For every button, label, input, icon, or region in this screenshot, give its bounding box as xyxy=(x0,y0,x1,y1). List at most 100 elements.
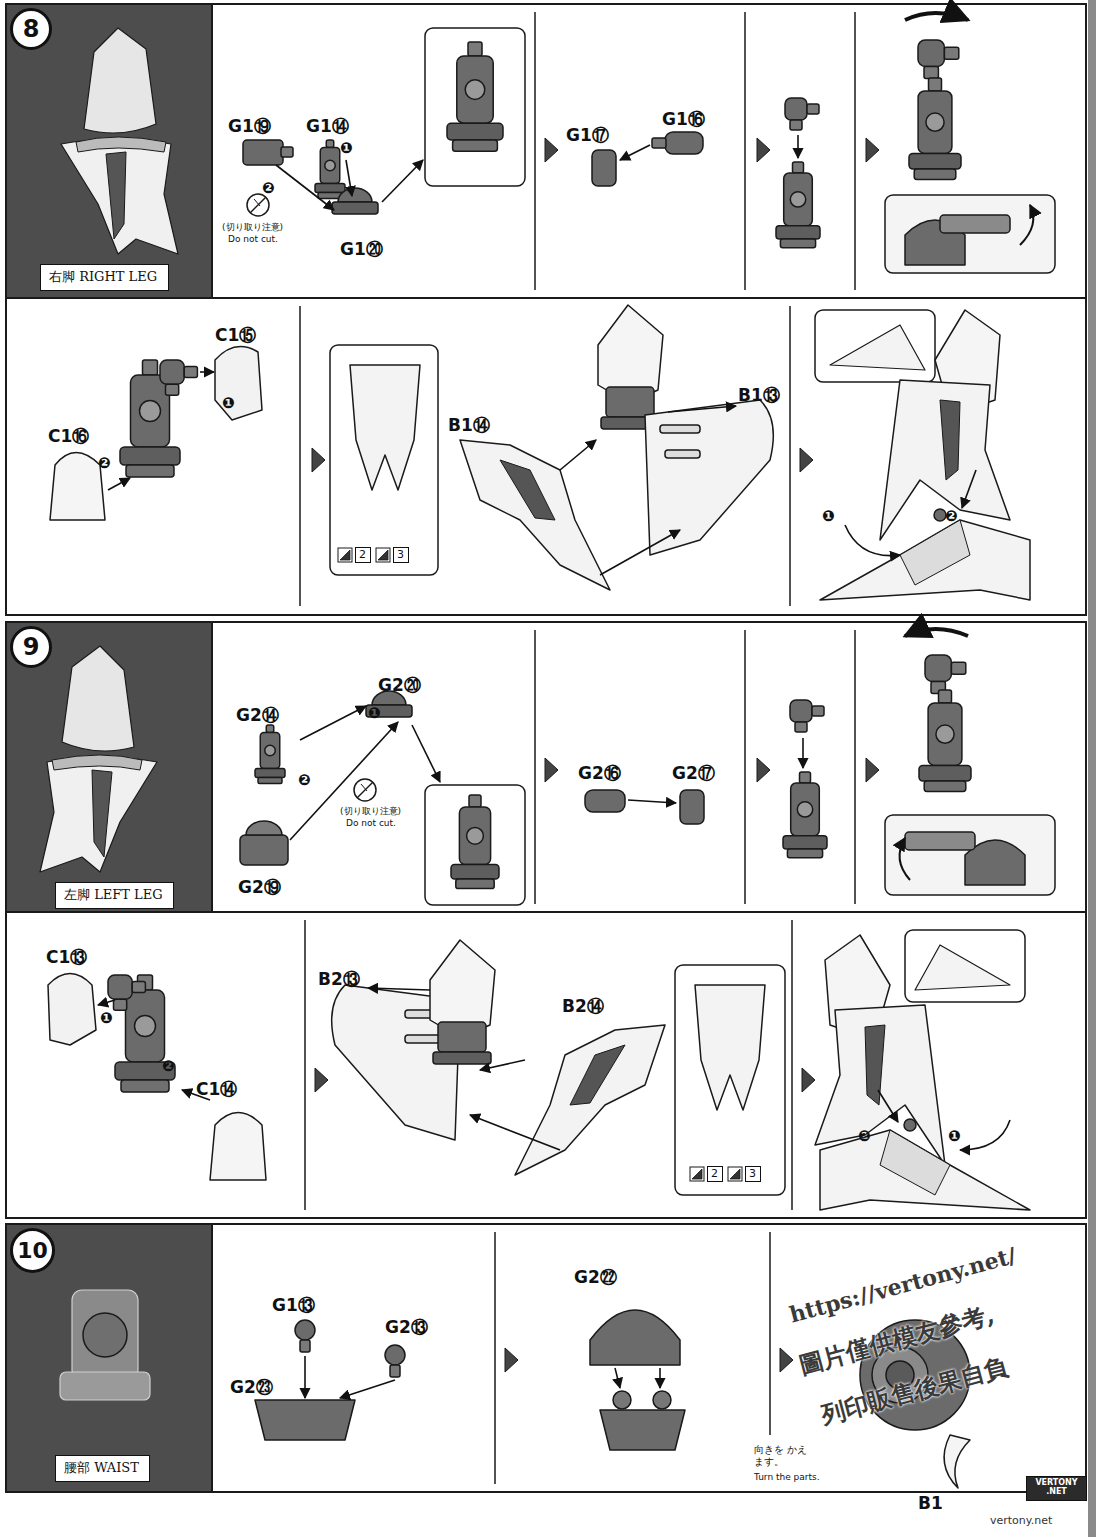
shin-armor xyxy=(880,380,1010,540)
section-label: 腰部 WAIST xyxy=(55,1455,150,1482)
joint-hole xyxy=(265,745,276,756)
drawing xyxy=(6,0,1096,1537)
detail-inset xyxy=(675,965,785,1195)
part-g1-16 xyxy=(665,132,703,154)
note: Do not cut. xyxy=(228,234,278,244)
joint-foot xyxy=(456,879,494,889)
joint-peg-detail xyxy=(905,832,975,850)
assembly-arrow xyxy=(300,706,366,740)
joint-column xyxy=(928,703,962,765)
foot-armor xyxy=(820,1130,1030,1210)
joint-peg xyxy=(790,120,802,130)
joint-base xyxy=(776,226,820,239)
assembly-arrow xyxy=(98,1000,115,1005)
gate-icon xyxy=(728,1167,742,1181)
knee-armor xyxy=(598,305,663,396)
joint-foot xyxy=(126,465,174,477)
detail-inset xyxy=(885,815,1055,895)
step-arrow xyxy=(545,138,558,162)
joint-hole xyxy=(936,725,954,743)
joint-peg xyxy=(793,162,804,173)
parts-count-box-text: 3 xyxy=(749,1167,756,1180)
joint-peg xyxy=(326,140,334,148)
joint-base xyxy=(255,769,285,778)
rotate-arrow xyxy=(900,838,910,880)
parts-count-box: 2 xyxy=(707,1166,723,1182)
part-g1-20 xyxy=(338,188,372,202)
foot-top xyxy=(900,520,970,585)
part-g1-13 xyxy=(295,1320,315,1340)
assembly-arrow xyxy=(412,725,440,782)
divider-line xyxy=(534,630,536,904)
figure-waist xyxy=(72,1290,138,1380)
joint-base xyxy=(919,765,971,781)
note: Do not cut. xyxy=(346,818,396,828)
assembly-arrow xyxy=(304,1356,306,1398)
divider-line xyxy=(494,1232,496,1484)
knee-joint xyxy=(606,387,654,417)
joint-peg xyxy=(390,1365,400,1377)
figure-stripe xyxy=(106,152,126,239)
joint-column xyxy=(457,56,493,123)
callout-number: ❶ xyxy=(368,705,381,722)
parts-count-box: 3 xyxy=(393,547,409,563)
joint-foot xyxy=(780,239,815,248)
note: 向きを かえます。 xyxy=(754,1444,816,1468)
assembly-arrow xyxy=(878,1090,898,1122)
gate-mark xyxy=(340,550,350,560)
joint-peg xyxy=(281,147,293,157)
part-label: G1⑲ xyxy=(228,117,271,137)
part-label: C1⑭ xyxy=(196,1080,237,1100)
rear-armor xyxy=(645,400,773,555)
section-label-text: 左脚 LEFT LEG xyxy=(64,886,163,904)
part-label: B2⑬ xyxy=(318,970,360,990)
part-c1-14 xyxy=(210,1113,266,1181)
foot-armor xyxy=(820,520,1030,600)
parts-count-box: 3 xyxy=(745,1166,761,1182)
part-g1-19 xyxy=(243,140,283,165)
section-label: 右脚 RIGHT LEG xyxy=(40,264,169,291)
shin-armor xyxy=(515,1025,665,1175)
watermark-logo-text: VERTONY .NET xyxy=(1031,1479,1083,1497)
step-arrow xyxy=(757,138,770,162)
joint-hole xyxy=(325,160,336,171)
parts-count-box-text: 2 xyxy=(711,1167,718,1180)
assembly-arrow xyxy=(797,135,799,158)
part-label: G1⑳ xyxy=(340,240,383,260)
parts-count-box-text: 3 xyxy=(397,548,404,561)
gate-mark xyxy=(378,550,388,560)
shin-armor xyxy=(460,440,610,590)
joint-column xyxy=(131,375,170,447)
part-label: B1 xyxy=(918,1494,943,1514)
joint-peg xyxy=(266,725,274,733)
shin-inner xyxy=(695,985,765,1110)
callout-number: ❷ xyxy=(262,180,275,197)
part-label: C1⑬ xyxy=(46,948,87,968)
joint-peg xyxy=(800,772,811,783)
joint-base xyxy=(447,123,503,140)
armor-pin xyxy=(665,450,700,458)
step-arrow xyxy=(545,758,558,782)
joint-base xyxy=(332,202,378,214)
shin-stripe xyxy=(865,1025,885,1105)
joint-hole xyxy=(926,113,944,131)
foot xyxy=(820,509,1030,600)
figure-band xyxy=(52,755,142,770)
assembly-arrow xyxy=(628,800,676,803)
joint-base xyxy=(783,836,827,849)
joint-foot xyxy=(914,169,956,179)
section-figure xyxy=(40,646,157,872)
joint-base xyxy=(315,184,345,193)
detail-inset xyxy=(330,345,438,575)
joint-peg xyxy=(944,47,958,59)
joint-base xyxy=(909,153,961,169)
divider-line xyxy=(769,1232,771,1435)
detail-inset xyxy=(815,310,935,382)
step-number-text: 9 xyxy=(23,633,40,661)
part-label: C1⑯ xyxy=(48,427,89,447)
part-g1-17 xyxy=(592,150,616,186)
step-arrow xyxy=(780,1348,793,1372)
divider-line xyxy=(854,12,856,290)
step-arrow xyxy=(800,448,813,472)
joint-column xyxy=(320,148,340,184)
